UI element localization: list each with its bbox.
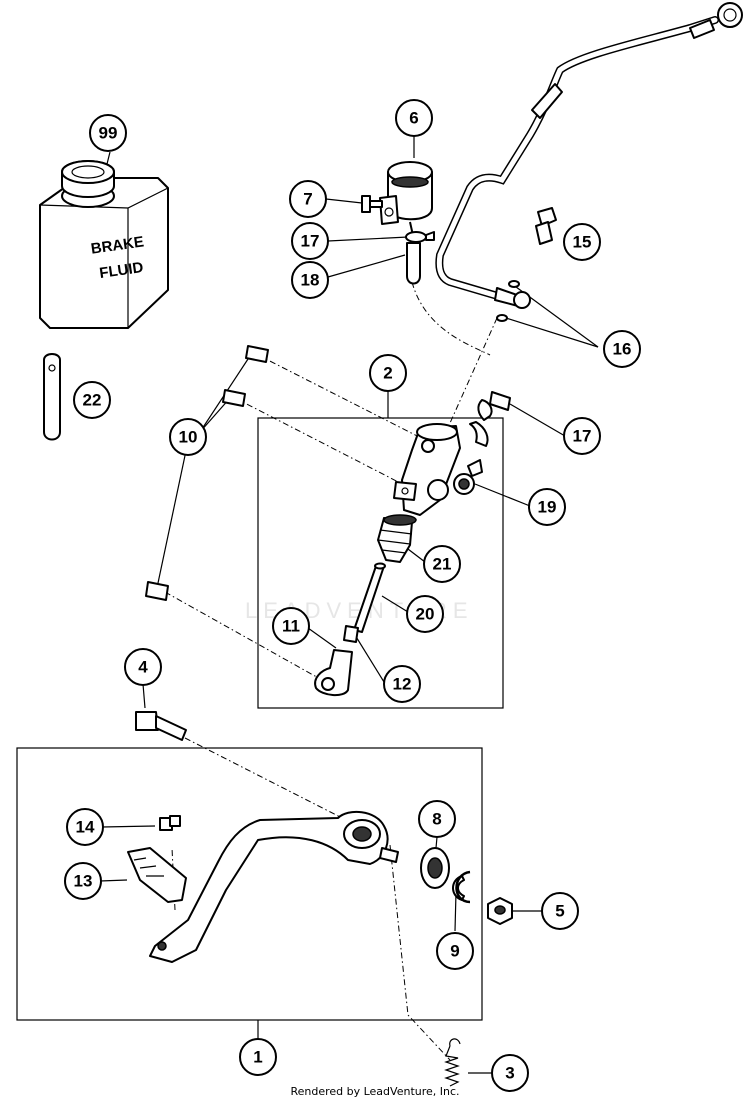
callout-15[interactable]: 15 xyxy=(563,223,601,261)
reservoir-screw xyxy=(361,195,383,213)
callout-number: 17 xyxy=(573,427,592,446)
callout-number: 9 xyxy=(450,942,459,961)
assembly-line xyxy=(234,397,411,489)
lock-nut xyxy=(343,625,359,643)
fluid-reservoir xyxy=(379,161,433,241)
master-cylinder-assembly-box xyxy=(257,417,504,709)
assembly-line xyxy=(164,591,323,681)
callout-16[interactable]: 16 xyxy=(603,330,641,368)
callout-10[interactable]: 10 xyxy=(169,418,207,456)
reservoir-hose xyxy=(406,242,421,285)
footer-credit: Rendered by LeadVenture, Inc. xyxy=(290,1085,460,1098)
bleeder-screw xyxy=(535,207,557,245)
callout-17-lower[interactable]: 17 xyxy=(563,417,601,455)
callout-8[interactable]: 8 xyxy=(418,800,456,838)
banjo-fittings xyxy=(453,391,511,495)
brake-pedal xyxy=(149,810,399,963)
callout-1[interactable]: 1 xyxy=(239,1038,277,1076)
callout-number: 21 xyxy=(433,555,452,574)
callout-number: 18 xyxy=(301,271,320,290)
clevis xyxy=(314,649,353,696)
callout-number: 16 xyxy=(613,340,632,359)
callout-number: 2 xyxy=(383,364,392,383)
callout-number: 8 xyxy=(432,810,441,829)
callout-number: 5 xyxy=(555,902,564,921)
callout-number: 15 xyxy=(573,233,592,252)
callout-number: 10 xyxy=(179,428,198,447)
brake-fluid-container: BRAKE FLUID xyxy=(39,160,169,329)
assembly-line xyxy=(389,844,451,1061)
callout-13[interactable]: 13 xyxy=(64,862,102,900)
callout-2[interactable]: 2 xyxy=(369,354,407,392)
dust-boot xyxy=(377,514,417,563)
callout-17-top[interactable]: 17 xyxy=(291,222,329,260)
callout-number: 19 xyxy=(538,498,557,517)
brake-pedal-assembly-box xyxy=(16,747,483,1021)
callout-99[interactable]: 99 xyxy=(89,114,127,152)
callout-5[interactable]: 5 xyxy=(541,892,579,930)
assembly-line xyxy=(445,317,498,433)
callout-21[interactable]: 21 xyxy=(423,545,461,583)
tag-part xyxy=(43,353,61,441)
callout-number: 3 xyxy=(505,1064,514,1083)
sealing-washers xyxy=(496,280,520,322)
callout-number: 17 xyxy=(301,232,320,251)
push-rod xyxy=(353,562,386,633)
assembly-line xyxy=(184,737,351,823)
master-cylinder xyxy=(393,399,493,516)
callout-number: 20 xyxy=(416,605,435,624)
return-spring xyxy=(444,1038,461,1087)
callout-number: 11 xyxy=(282,617,300,636)
callout-14[interactable]: 14 xyxy=(66,808,104,846)
container-label-line-2: FLUID xyxy=(98,259,144,282)
circlip xyxy=(452,870,471,904)
callout-number: 4 xyxy=(138,658,148,677)
callout-19[interactable]: 19 xyxy=(528,488,566,526)
mounting-bolts xyxy=(145,345,269,601)
callout-3[interactable]: 3 xyxy=(491,1054,529,1092)
assembly-line xyxy=(411,281,491,356)
callout-20[interactable]: 20 xyxy=(406,595,444,633)
callout-4[interactable]: 4 xyxy=(124,648,162,686)
callout-number: 22 xyxy=(83,391,102,410)
callout-number: 99 xyxy=(99,124,118,143)
callout-18[interactable]: 18 xyxy=(291,261,329,299)
callout-number: 12 xyxy=(393,675,412,694)
hose-clamp xyxy=(405,231,435,243)
brake-line xyxy=(435,2,743,309)
assembly-line xyxy=(257,354,426,441)
flange-nut xyxy=(487,897,513,925)
callout-number: 1 xyxy=(253,1048,262,1067)
pivot-bolt xyxy=(135,711,187,741)
callout-number: 7 xyxy=(303,190,312,209)
bearing xyxy=(420,847,450,889)
callout-number: 14 xyxy=(76,818,95,837)
callout-22[interactable]: 22 xyxy=(73,381,111,419)
callout-number: 13 xyxy=(74,872,93,891)
callout-12[interactable]: 12 xyxy=(383,665,421,703)
callout-11[interactable]: 11 xyxy=(272,607,310,645)
pedal-tip xyxy=(127,815,187,903)
callout-6[interactable]: 6 xyxy=(395,99,433,137)
callout-7[interactable]: 7 xyxy=(289,180,327,218)
callout-9[interactable]: 9 xyxy=(436,932,474,970)
callout-number: 6 xyxy=(409,109,418,128)
